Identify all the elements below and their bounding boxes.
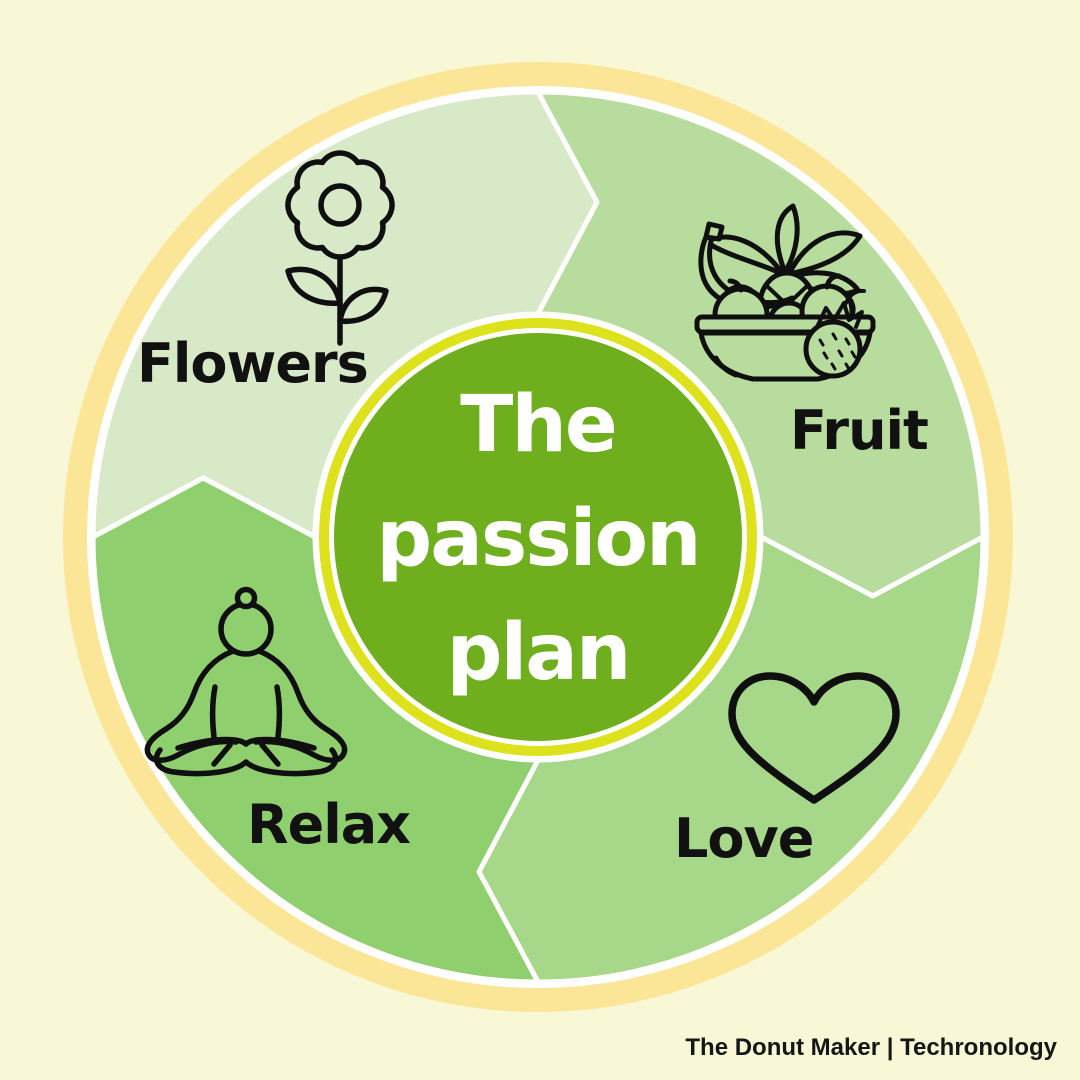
meditation-icon	[144, 586, 348, 777]
segment-label-relax: Relax	[247, 793, 411, 856]
hub-disk	[334, 333, 742, 741]
apple-right-stem	[824, 273, 842, 290]
apple-left-dimple	[724, 278, 756, 295]
wheel-title-line2: passion	[376, 494, 701, 584]
meditation-legs-top	[175, 736, 317, 751]
meditation-torso-lines	[209, 684, 283, 740]
heart-icon	[728, 672, 900, 804]
meditation-arm-right	[253, 648, 348, 763]
flower-petals	[285, 150, 395, 260]
banana	[698, 234, 795, 311]
wheel-title-line3: plan	[446, 608, 632, 698]
wheel-title: The passion plan	[0, 368, 1078, 710]
footer-credit: The Donut Maker | Techronology	[685, 1034, 1057, 1061]
strawberry-seeds	[818, 332, 857, 371]
pineapple-leaf	[774, 203, 800, 275]
segment-flowers	[90, 89, 600, 540]
flower-leaf-right	[337, 286, 389, 325]
strawberry-body	[803, 319, 863, 379]
banana-stem	[703, 221, 725, 242]
segment-label-flowers: Flowers	[137, 332, 369, 395]
wheel-title-line1: The	[460, 380, 618, 470]
segment-label-fruit: Fruit	[790, 399, 929, 462]
segment-love	[476, 534, 986, 985]
strawberry-stem	[844, 288, 866, 305]
segment-label-love: Love	[674, 807, 814, 870]
segment-relax	[90, 475, 541, 985]
heart-outline	[728, 672, 900, 804]
flower-leaf-left	[285, 266, 343, 306]
flower-center	[318, 183, 362, 227]
meditation-legs-bottom	[153, 747, 339, 777]
bowl-shine	[713, 355, 739, 378]
pineapple-leaf	[786, 230, 863, 277]
flower-icon	[285, 150, 395, 346]
meditation-bun	[234, 586, 258, 610]
meditation-legs-cross	[211, 742, 281, 767]
outer-ring	[63, 62, 1013, 1012]
meditation-arm-left	[144, 648, 239, 763]
fruit-bowl-icon	[694, 203, 876, 382]
